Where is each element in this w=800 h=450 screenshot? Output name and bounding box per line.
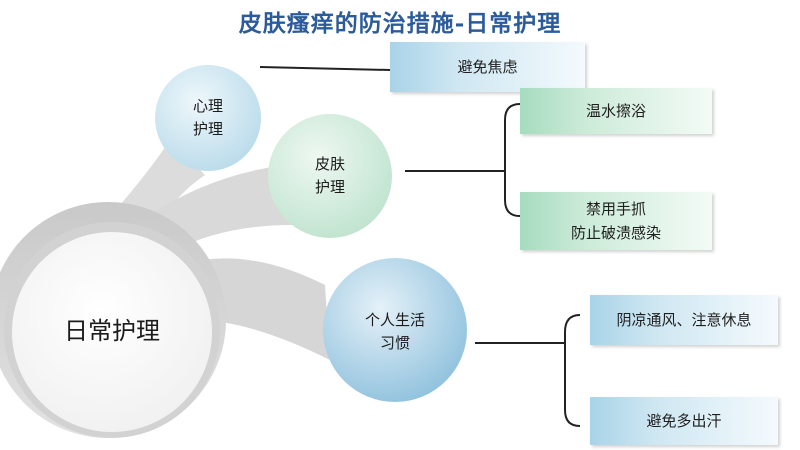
branch-label-line: 皮肤 — [314, 154, 345, 173]
item-box-cool-ventilation: 阴凉通风、注意休息 — [590, 295, 778, 345]
item-text: 温水擦浴 — [585, 102, 646, 120]
item-text: 避免多出汗 — [646, 412, 722, 430]
line-to-item-1 — [259, 66, 391, 71]
center-circle — [12, 232, 212, 432]
branch-label-line: 习惯 — [379, 334, 410, 352]
connector-wedge-2 — [150, 165, 292, 250]
item-text: 避免焦虑 — [457, 58, 518, 76]
branch-label-habits: 个人生活 习惯 — [340, 304, 450, 360]
bracket-habits — [564, 314, 581, 427]
branch-circle-habits — [323, 258, 467, 402]
branch-label-line: 心理 — [192, 96, 223, 115]
center-label: 日常护理 — [32, 307, 192, 357]
branch-label-psychological: 心理 护理 — [168, 90, 248, 146]
branch-label-skin: 皮肤 护理 — [290, 148, 370, 204]
item-text: 防止破溃感染 — [570, 224, 661, 242]
bracket-skin — [504, 103, 521, 217]
branch-label-line: 护理 — [192, 120, 223, 138]
item-text: 禁用手抓 — [585, 200, 646, 218]
branch-label-line: 个人生活 — [364, 310, 425, 329]
item-box-avoid-sweating: 避免多出汗 — [590, 397, 778, 445]
branch-circle-skin — [268, 114, 392, 238]
branch-circle-psychological — [155, 65, 261, 171]
page-title: 皮肤瘙痒的防治措施-日常护理 — [238, 10, 562, 37]
item-box-no-scratching: 禁用手抓 防止破溃感染 — [520, 192, 712, 250]
center-label-text: 日常护理 — [64, 317, 160, 346]
item-text: 阴凉通风、注意休息 — [616, 311, 752, 329]
item-box-warm-bath: 温水擦浴 — [520, 88, 712, 134]
branch-label-line: 护理 — [314, 178, 345, 196]
item-box-avoid-anxiety: 避免焦虑 — [390, 42, 585, 92]
